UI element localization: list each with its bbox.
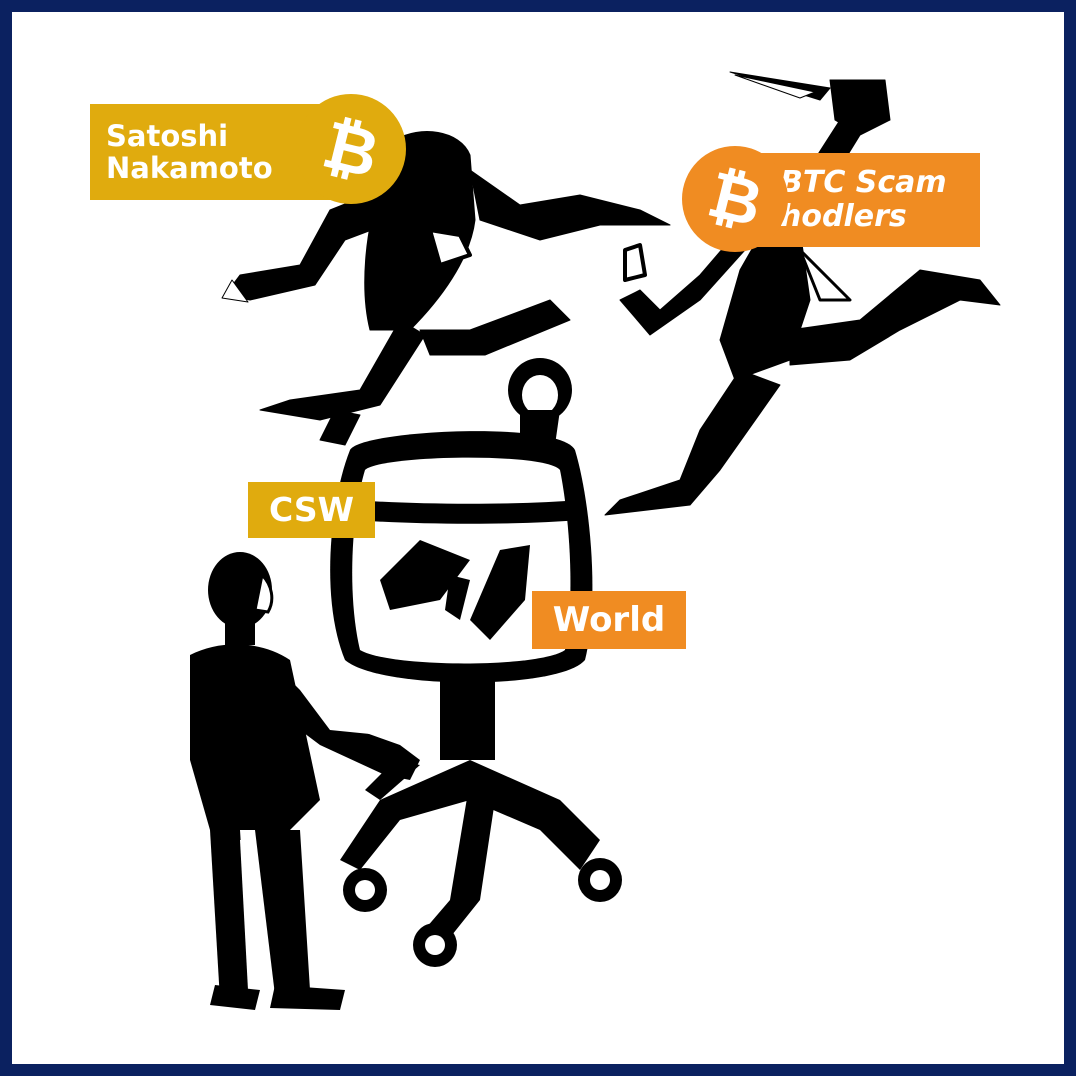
csw-label: CSW xyxy=(248,482,375,538)
bitcoin-symbol: ₿ xyxy=(700,157,770,242)
bitcoin-symbol: ₿ xyxy=(315,105,387,193)
satoshi-label-line2: Nakamoto xyxy=(106,151,273,185)
scam-label-line1: BTC Scam xyxy=(780,165,947,201)
office-chair-figure xyxy=(330,358,622,967)
scam-label-line2: hodlers xyxy=(780,199,907,234)
world-label-text: World xyxy=(552,599,666,640)
bitcoin-icon: ₿ xyxy=(296,94,406,204)
satoshi-label-line1: Satoshi xyxy=(106,118,229,153)
csw-label-text: CSW xyxy=(269,489,354,529)
bitcoin-icon: ₿ xyxy=(682,146,788,252)
standing-man-figure xyxy=(190,552,420,1010)
scam-holder-running-figure xyxy=(604,71,1001,516)
world-label: World xyxy=(532,591,686,649)
btc-scam-hodlers-label: BTC Scam hodlers xyxy=(740,153,980,247)
